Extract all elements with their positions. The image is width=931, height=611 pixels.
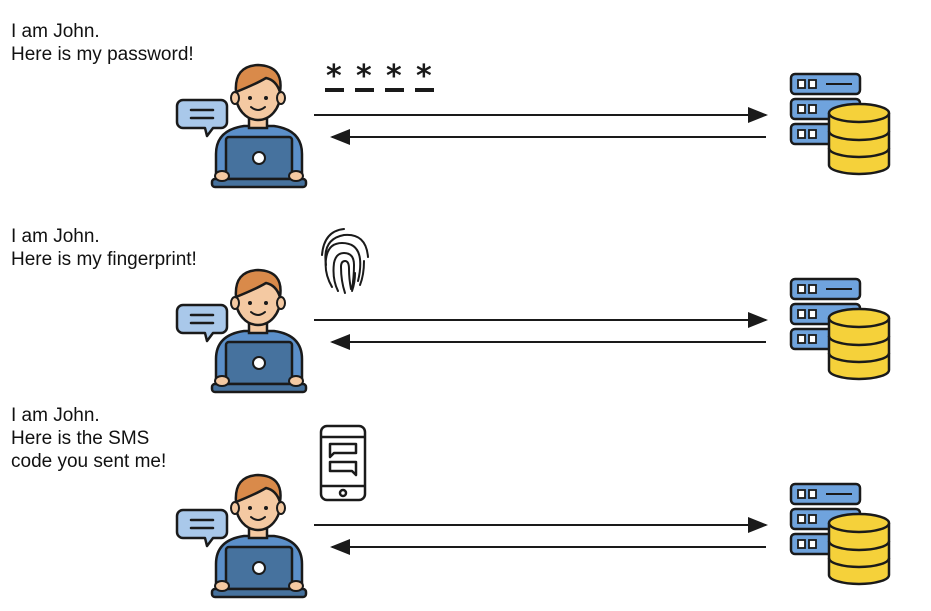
svg-text:*: * bbox=[356, 59, 372, 94]
scenario-fingerprint: I am John. Here is my fingerprint! bbox=[0, 205, 931, 405]
caption-fingerprint: I am John. Here is my fingerprint! bbox=[11, 225, 197, 271]
password-asterisks: * * * * bbox=[325, 59, 434, 94]
scenario-password: I am John. Here is my password! * * * * bbox=[0, 0, 931, 200]
scene-sms bbox=[175, 424, 891, 599]
caption-line: code you sent me! bbox=[11, 451, 167, 472]
smartphone-sms-icon bbox=[319, 424, 367, 502]
svg-text:*: * bbox=[386, 59, 402, 94]
caption-line: Here is my fingerprint! bbox=[11, 249, 197, 270]
caption-line: I am John. bbox=[11, 226, 100, 247]
request-response-arrows bbox=[314, 320, 766, 342]
caption-sms: I am John. Here is the SMS code you sent… bbox=[11, 404, 166, 473]
server-database-icon bbox=[789, 482, 891, 586]
svg-text:*: * bbox=[326, 59, 342, 94]
svg-text:*: * bbox=[416, 59, 432, 94]
request-response-arrows bbox=[314, 525, 766, 547]
user-with-laptop-icon bbox=[175, 268, 308, 394]
fingerprint-icon bbox=[321, 228, 369, 294]
request-response-arrows bbox=[314, 115, 766, 137]
scene-password: * * * * bbox=[175, 59, 891, 189]
server-database-icon bbox=[789, 277, 891, 381]
caption-password: I am John. Here is my password! bbox=[11, 20, 194, 66]
caption-line: I am John. bbox=[11, 405, 100, 426]
caption-line: Here is my password! bbox=[11, 44, 194, 65]
scenario-sms: I am John. Here is the SMS code you sent… bbox=[0, 405, 931, 610]
server-database-icon bbox=[789, 72, 891, 176]
caption-line: I am John. bbox=[11, 21, 100, 42]
user-with-laptop-icon bbox=[175, 63, 308, 189]
caption-line: Here is the SMS bbox=[11, 428, 150, 449]
user-with-laptop-icon bbox=[175, 473, 308, 599]
scene-fingerprint bbox=[175, 228, 891, 394]
